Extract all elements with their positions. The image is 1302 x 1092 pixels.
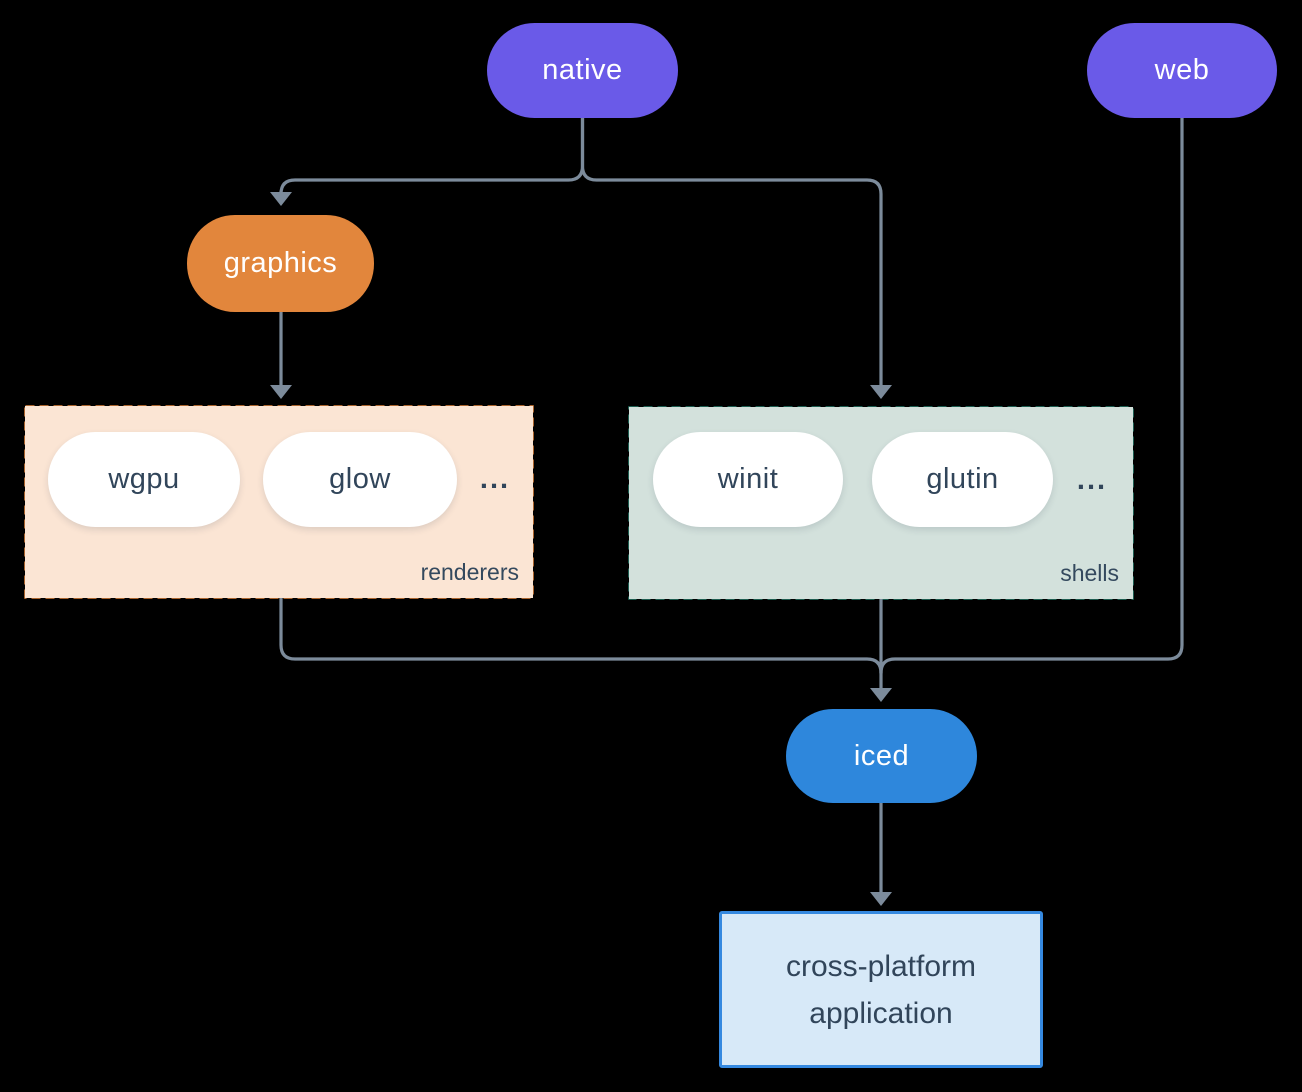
renderers-group-label: renderers [420,559,519,585]
node-iced-label: iced [853,739,910,772]
application-label-line1: cross-platform [785,949,977,983]
edge-web-to-iced [879,116,1184,675]
group-renderers: wgpu glow ... renderers [25,406,533,598]
application-label-line2: application [809,996,953,1030]
node-graphics-label: graphics [223,247,338,279]
node-winit: winit [653,432,843,527]
arrowhead-shells [870,385,892,399]
shells-ellipsis: ... [1076,464,1108,496]
node-native-label: native [542,54,623,86]
node-wgpu: wgpu [48,432,240,527]
group-shells: winit glutin ... shells [629,407,1133,599]
node-winit-label: winit [717,463,779,495]
node-glow-label: glow [329,463,391,495]
node-native: native [487,23,678,118]
node-web-label: web [1154,54,1210,86]
node-iced: iced [786,709,977,803]
node-glutin-label: glutin [926,463,999,495]
node-wgpu-label: wgpu [108,463,180,495]
node-web: web [1087,23,1277,118]
arrowhead-iced [870,688,892,702]
node-glow: glow [263,432,457,527]
shells-group-label: shells [1060,560,1119,586]
node-glutin: glutin [872,432,1053,527]
renderers-ellipsis: ... [479,463,511,495]
node-cross-platform-application: cross-platform application [719,911,1043,1068]
edge-renderers-to-iced [279,596,883,675]
arrowhead-renderers [270,385,292,399]
arrowhead-application [870,892,892,906]
edge-native-to-graphics [279,116,585,195]
node-graphics: graphics [187,215,374,312]
arrowhead-graphics [270,192,292,206]
edge-native-to-shells [580,116,883,387]
